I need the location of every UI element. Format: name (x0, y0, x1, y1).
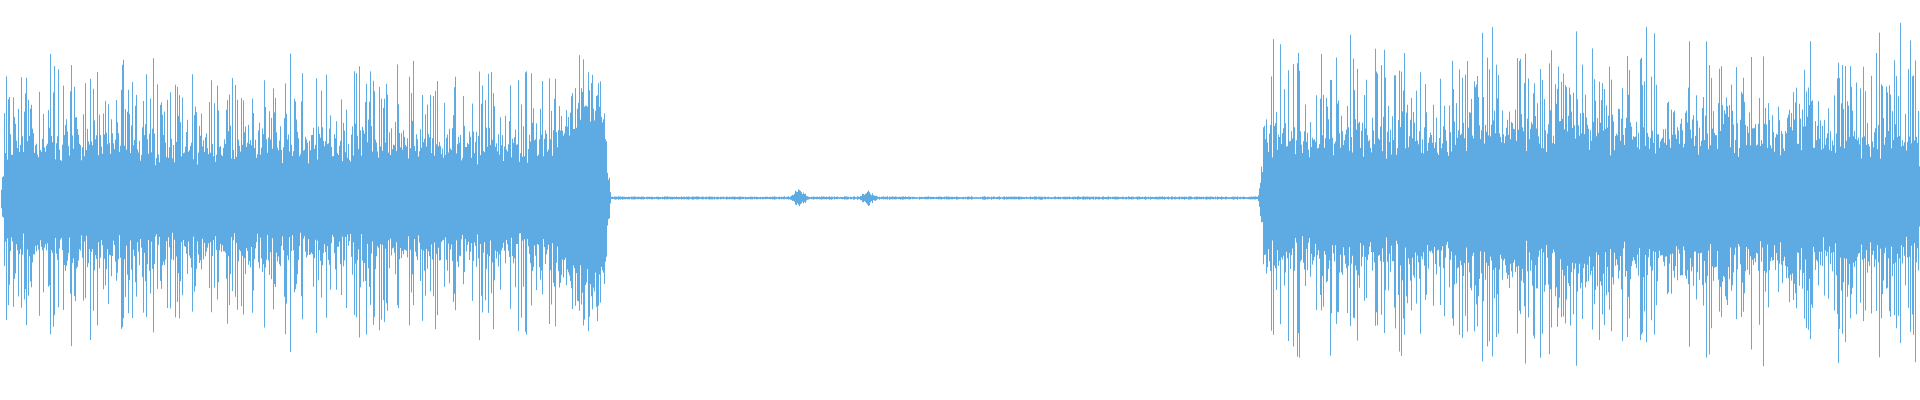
waveform-path (1, 22, 1920, 367)
waveform-trace (1, 22, 1920, 367)
